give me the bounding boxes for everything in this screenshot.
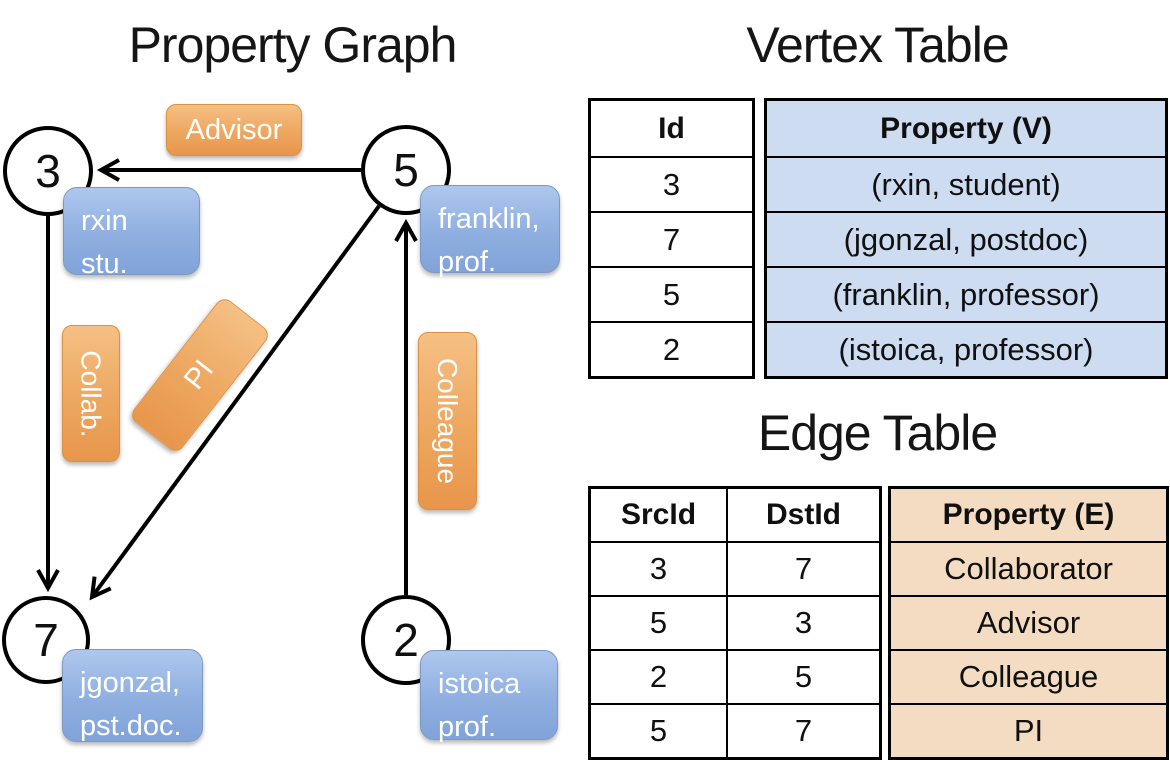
edge-table-src-cell: 3 [588,541,728,597]
edge-label-pi-text: PI [178,354,221,396]
vertex-prop-box-5: franklin, prof. [420,185,560,278]
edge-table-property-cell: Colleague [888,649,1169,705]
edge-table-header-srcid: SrcId [588,486,728,543]
property-graph-title: Property Graph [128,17,458,73]
vertex-table-id-cell: 7 [588,211,755,268]
vertex-prop-3-line1: rxin [81,205,128,237]
vertex-node-3: 3 [3,126,93,216]
vertex-node-5: 5 [361,125,451,215]
edge-label-colleague-text: Colleague [432,357,464,485]
vertex-table-id-cell: 5 [588,266,755,323]
vertex-table-property-cell: (istoica, professor) [764,321,1168,379]
edge-table: SrcId DstId 3 7 5 3 2 5 5 7 Property (E)… [588,486,1169,760]
vertex-prop-box-7: jgonzal, pst.doc. [62,649,203,742]
vertex-prop-2-line2: prof. [438,711,497,743]
edge-table-dst-cell: 7 [726,703,882,760]
vertex-prop-box-2: istoica prof. [420,650,558,743]
vertex-prop-2-line1: istoica [438,668,521,700]
edge-table-header-property: Property (E) [888,486,1169,543]
vertex-table: Id 3 7 5 2 Property (V) (rxin, student) … [588,98,1168,379]
vertex-table-property-cell: (jgonzal, postdoc) [764,211,1168,268]
vertex-table-id-cell: 3 [588,156,755,213]
edge-label-pi: PI [128,295,272,455]
edge-table-src-cell: 2 [588,649,728,705]
vertex-prop-box-3: rxin stu. [63,187,200,280]
edge-table-property-cell: Advisor [888,595,1169,651]
vertex-table-property-cell: (franklin, professor) [764,266,1168,323]
edge-label-advisor-text: Advisor [185,113,283,146]
vertex-node-5-id: 5 [393,144,419,196]
vertex-table-header-property: Property (V) [764,98,1168,158]
edge-table-header-dstid: DstId [726,486,882,543]
edge-table-property-cell: PI [888,703,1169,760]
vertex-table-title: Vertex Table [746,17,1009,73]
edge-label-collab: Collab. [62,325,120,462]
vertex-prop-7-line2: pst.doc. [80,710,182,742]
edge-table-property-column: Property (E) Collaborator Advisor Collea… [888,486,1169,760]
edge-table-src-cell: 5 [588,703,728,760]
vertex-node-7-id: 7 [33,614,59,666]
edge-table-id-columns: SrcId DstId 3 7 5 3 2 5 5 7 [588,486,882,760]
vertex-prop-5-line2: prof. [438,246,497,278]
vertex-table-property-column: Property (V) (rxin, student) (jgonzal, p… [764,98,1168,379]
vertex-prop-3-line2: stu. [81,248,128,280]
edge-label-advisor: Advisor [166,104,302,156]
edge-table-dst-cell: 5 [726,649,882,705]
vertex-table-header-id: Id [588,98,755,158]
edge-table-dst-cell: 3 [726,595,882,651]
vertex-table-id-cell: 2 [588,321,755,379]
vertex-prop-5-line1: franklin, [438,203,540,235]
edge-table-dst-cell: 7 [726,541,882,597]
edge-table-src-cell: 5 [588,595,728,651]
vertex-table-property-cell: (rxin, student) [764,156,1168,213]
edge-label-colleague: Colleague [418,332,477,510]
vertex-node-2-id: 2 [393,614,419,666]
vertex-table-id-column: Id 3 7 5 2 [588,98,755,379]
edge-label-collab-text: Collab. [76,349,108,438]
vertex-prop-7-line1: jgonzal, [80,667,180,699]
edge-table-property-cell: Collaborator [888,541,1169,597]
vertex-node-3-id: 3 [35,145,61,197]
edge-table-title: Edge Table [757,405,998,461]
